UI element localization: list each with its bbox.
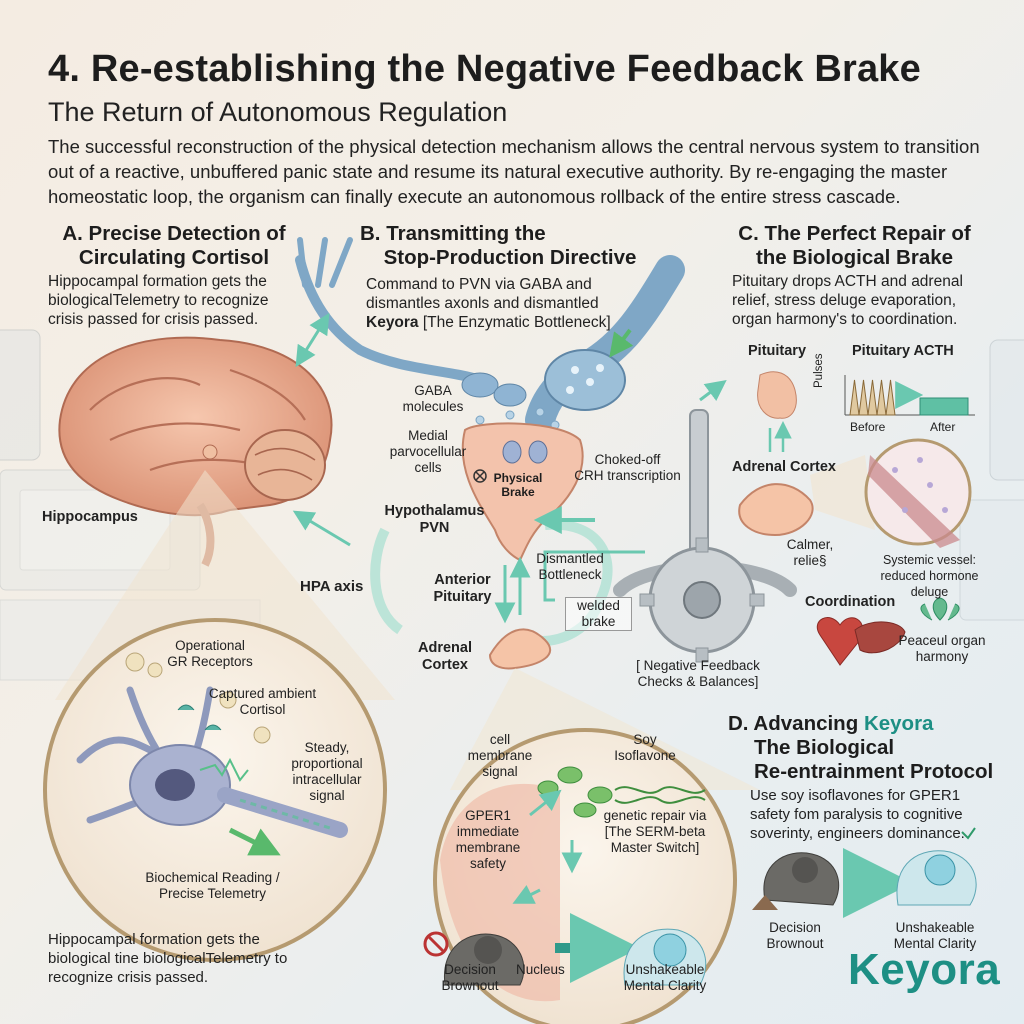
acth-pulse-chart: [844, 375, 975, 416]
dna-helix: [614, 786, 706, 804]
adrenal-cortex-center: [488, 628, 552, 670]
intro-paragraph: The successful reconstruction of the phy…: [48, 136, 980, 207]
keyora-title-logo: Keyora: [863, 712, 934, 735]
section-d-title: D. Advancing Keyora The Biological Re-en…: [728, 712, 994, 783]
section-c-body: Pituitary drops ACTH and adrenal relief,…: [732, 273, 963, 328]
section-a-footer: Hippocampal formation gets the biologica…: [48, 931, 288, 986]
label-before: Before: [850, 420, 886, 434]
label-hippocampus: Hippocampus: [42, 509, 138, 525]
pituitary-icon: [757, 371, 797, 419]
label-biochemical-reading: Biochemical Reading /Precise Telemetry: [145, 870, 280, 901]
keyora-brand-logo: Keyora: [848, 945, 1001, 994]
label-systemic-vessel: Systemic vessel:reduced hormone deluge: [880, 553, 979, 599]
label-calmer-relief: Calmer,relie§: [786, 537, 834, 568]
adrenal-cortex-c: [738, 483, 814, 537]
label-pituitary: Pituitary: [748, 343, 807, 359]
synapse-illustration: [295, 237, 685, 435]
page-subtitle: The Return of Autonomous Regulation: [48, 97, 508, 127]
organ-heart-icon: [817, 617, 863, 666]
systemic-vessel-lens: [864, 438, 972, 546]
acth-pulse-spike: [858, 379, 869, 416]
hypothalamus-pvn: [461, 422, 584, 562]
label-coordination: Coordination: [805, 594, 896, 610]
section-b-body: Command to PVN via GABA and dismantles a…: [366, 276, 611, 331]
label-hpa-axis: HPA axis: [300, 578, 364, 595]
head-brownout-d: [752, 852, 840, 910]
label-adrenal-cortex-c: Adrenal Cortex: [732, 459, 836, 475]
label-nucleus: Nucleus: [516, 962, 565, 977]
gr-neuron: [76, 652, 348, 856]
no-sign-icon: [423, 931, 449, 957]
label-after: After: [930, 420, 956, 434]
head-clarity-b: [623, 928, 707, 986]
head-clarity-d: [896, 827, 977, 906]
label-pituitary-acth: Pituitary ACTH: [852, 343, 954, 359]
head-brownout-b: [444, 933, 525, 986]
hpa-loop-arrows: [292, 312, 727, 646]
acth-pulse-spike: [867, 379, 878, 416]
label-pulses: Pulses: [813, 353, 825, 388]
acth-pulse-spike: [849, 379, 860, 416]
leaf-icon: [920, 597, 960, 621]
keyora-inline-brand: Keyora: [366, 314, 419, 331]
brain-illustration: [58, 336, 333, 567]
section-d-body: Use soy isoflavones for GPER1 safety fom…: [750, 787, 965, 842]
organ-liver-icon: [854, 621, 906, 654]
brake-lever-gear: [543, 409, 797, 663]
acth-pulse-spike: [885, 379, 896, 416]
section-a-body: Hippocampal formation gets the biologica…: [48, 273, 269, 328]
page-title: 4. Re-establishing the Negative Feedback…: [48, 48, 921, 90]
acth-pulse-spike: [876, 379, 887, 416]
